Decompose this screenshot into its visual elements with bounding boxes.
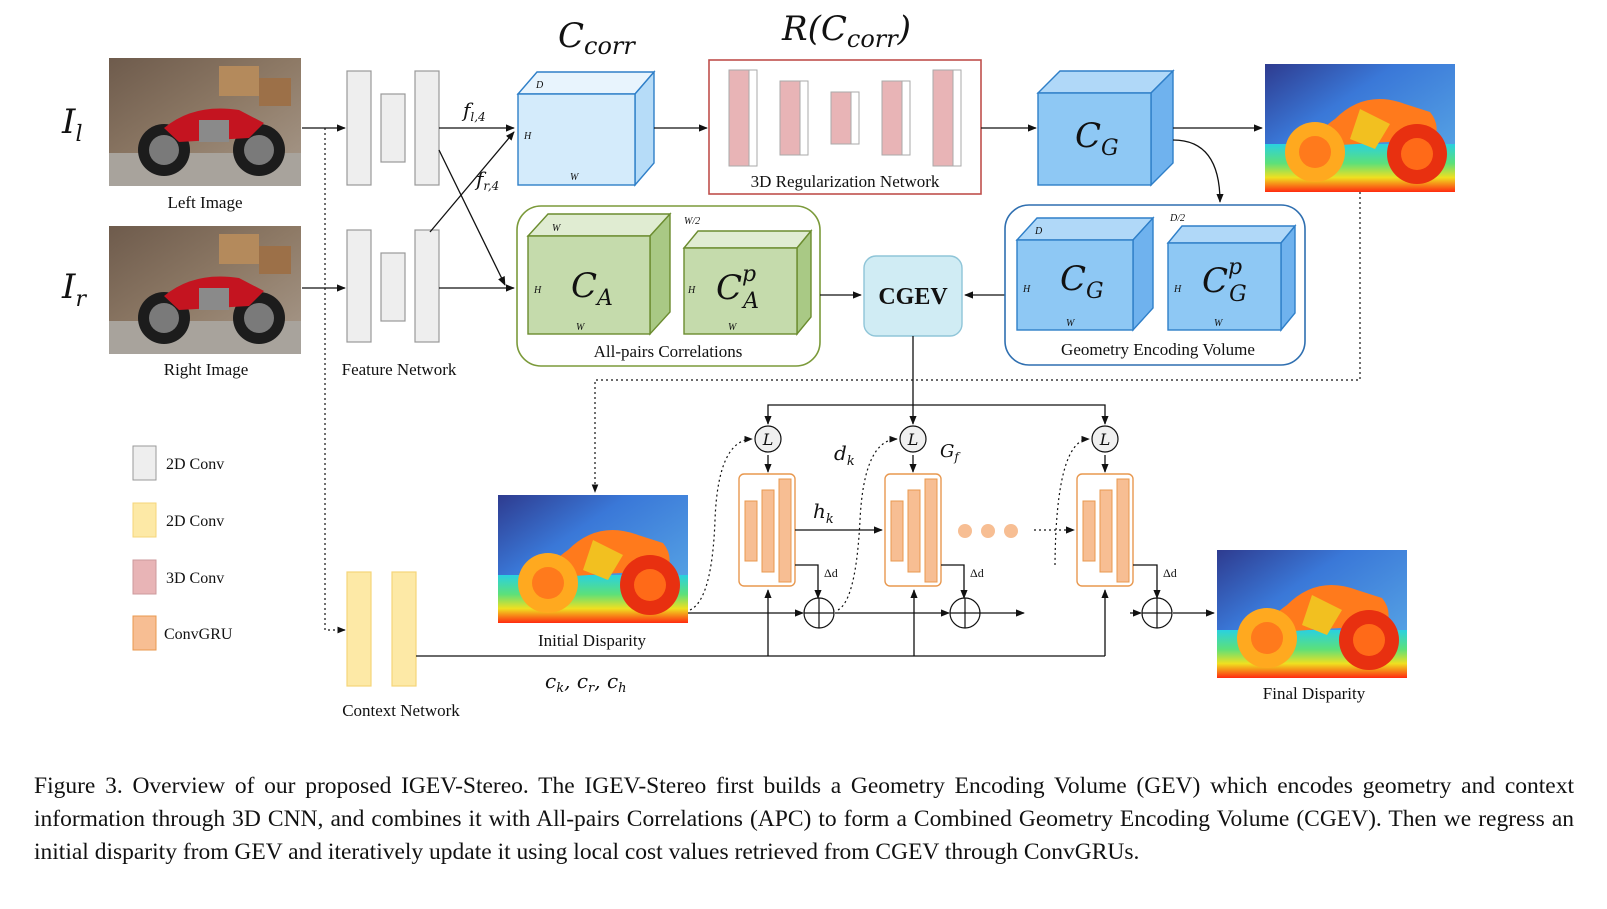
add-node [949,597,981,629]
ccorr-dim-d: D [535,80,544,91]
convgru-unit [738,473,796,587]
gev-cgp-dim-d2: D/2 [1169,213,1185,224]
ir-label: Ir [61,267,87,312]
initial-disparity-label: Initial Disparity [538,631,647,650]
gev-cg-cube [1015,216,1155,332]
ccorr-dim-w: W [570,172,580,183]
fr4-label: fr,4 [474,167,499,193]
legend-swatch [132,502,157,538]
ccorr-label: Ccorr [558,16,636,60]
convgru-unit [884,473,942,587]
svg-text:L: L [1099,430,1111,449]
reg-network-label: 3D Regularization Network [751,172,940,191]
ca-label: CA [571,266,613,311]
gev-cg-label: CG [1060,259,1104,304]
svg-text:L: L [907,430,919,449]
igev-stereo-diagram: Il Left Image Ir Right Image Feature Net… [61,9,1455,720]
gev-cg-dim-w: W [1066,318,1076,329]
legend-swatch [132,559,157,595]
figure-caption: Figure 3. Overview of our proposed IGEV-… [34,773,1574,865]
delta-d-label: Δd [1163,566,1177,580]
context-dotted-path [324,128,346,634]
right-image-caption: Right Image [164,360,249,379]
convgru-unit [1076,473,1134,587]
feature-network-top [346,70,440,186]
context-features-label: ck, cr, ch [545,669,627,696]
rccorr-label: R(Ccorr) [781,9,911,53]
gf-label: Gf [940,441,961,464]
gev-disparity-dotted-path [591,192,1361,493]
gev-disparity-image [1265,64,1455,192]
feature-network-bottom [346,229,440,343]
legend-label: 2D Conv [166,456,224,473]
ca-dim-w-top: W [552,223,562,234]
svg-text:L: L [762,430,774,449]
add-node [1141,597,1173,629]
cap-cube [682,229,813,336]
reg-network-blocks [728,69,962,167]
gev-label: Geometry Encoding Volume [1061,340,1255,359]
fl4-label: fl,4 [461,98,486,124]
add-node [803,597,835,629]
final-disparity-image [1217,550,1407,678]
iteration-ellipsis [958,524,1018,538]
cap-dim-h: H [687,285,696,296]
cap-dim-w2: W/2 [684,216,700,227]
delta-d-label: Δd [824,566,838,580]
ca-cube [526,212,672,336]
ca-dim-h: H [533,285,542,296]
lookup-node: L [899,425,927,453]
gev-cgp-dim-w: W [1214,318,1224,329]
legend: 2D Conv 2D Conv 3D Conv ConvGRU [132,445,233,651]
final-disparity-label: Final Disparity [1263,684,1366,703]
ccorr-dim-h: H [523,131,532,142]
il-label: Il [61,102,82,147]
legend-label: ConvGRU [164,626,233,643]
hk-label: hk [813,499,834,527]
gev-cg-dim-h: H [1022,284,1031,295]
legend-label: 2D Conv [166,513,224,530]
initial-disparity-image [498,495,688,623]
gev-cg-dim-d: D [1034,226,1043,237]
left-image-caption: Left Image [167,193,242,212]
ccorr-cube [516,70,656,187]
legend-label: 3D Conv [166,570,224,587]
feature-network-label: Feature Network [342,360,457,379]
context-network-label: Context Network [342,701,460,720]
apc-label: All-pairs Correlations [594,342,743,361]
cgev-label: CGEV [878,284,948,310]
right-image [109,226,301,354]
context-network [346,571,417,687]
lookup-node: L [1091,425,1119,453]
cap-dim-w: W [728,322,738,333]
gev-cgp-cube [1166,224,1297,332]
apc-box [516,205,821,367]
left-image [109,58,301,186]
delta-d-label: Δd [970,566,984,580]
cg-cube [1036,69,1175,187]
ca-dim-w: W [576,322,586,333]
legend-swatch [132,445,157,481]
gev-cgp-dim-h: H [1173,284,1182,295]
cg-label: CG [1075,116,1119,161]
legend-swatch [132,615,157,651]
dk-label: dk [834,441,855,469]
reg-network-box [708,59,982,195]
lookup-node: L [754,425,782,453]
gev-box [1004,204,1306,366]
